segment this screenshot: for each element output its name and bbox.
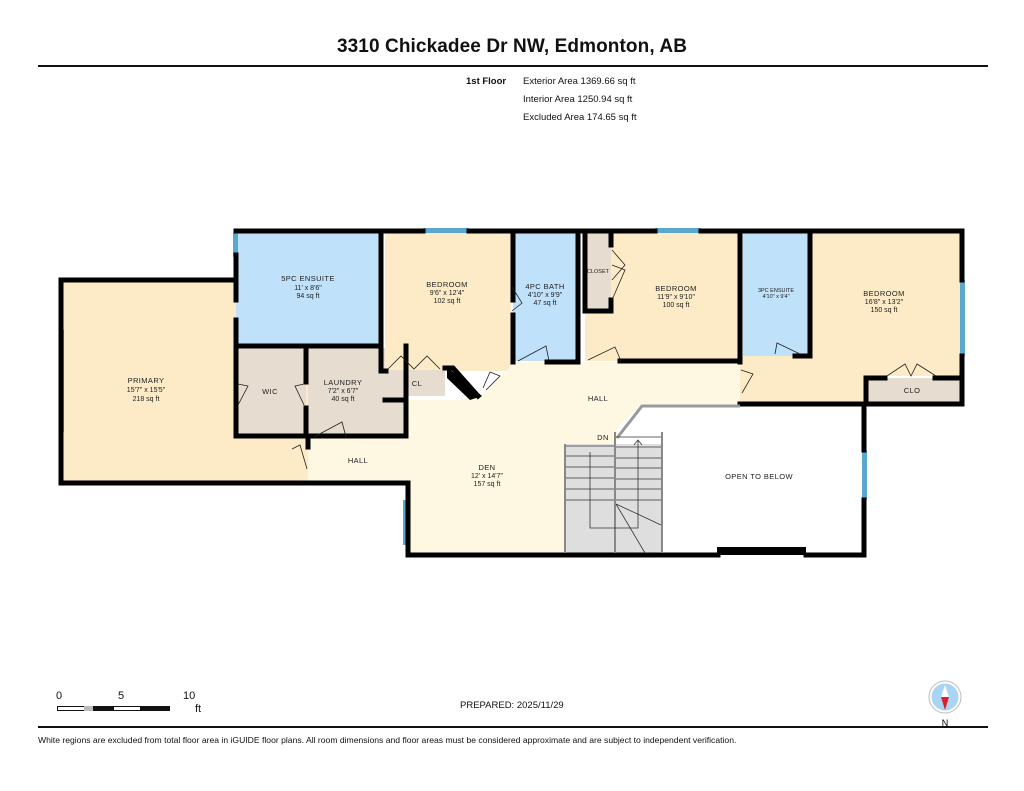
scale-tick-5: 5: [118, 690, 125, 702]
room-wic: [236, 348, 306, 436]
wall-block: [717, 547, 806, 555]
room-5pc-ensuite: [236, 231, 381, 346]
label-den-area: 157 sq ft: [474, 481, 501, 488]
label-laundry-area: 40 sq ft: [332, 396, 355, 403]
label-primary-name: PRIMARY: [128, 376, 165, 385]
room-clo: [866, 378, 962, 404]
label-cl: CL: [412, 379, 422, 388]
room-hall-left: [308, 438, 408, 483]
scale-tick-10: 10: [183, 690, 196, 702]
label-stairs-dn: DN: [597, 433, 609, 442]
footer-divider: [38, 726, 988, 728]
label-primary-dims: 15'7" x 15'5": [127, 387, 166, 394]
label-5pc-name: 5PC ENSUITE: [281, 274, 335, 283]
stair-treads: [564, 432, 663, 554]
scale-segment: [113, 706, 141, 711]
doors: [237, 249, 937, 470]
page-title: 3310 Chickadee Dr NW, Edmonton, AB: [336, 36, 688, 57]
label-bedroom3-name: BEDROOM: [863, 289, 905, 298]
label-5pc-area: 94 sq ft: [297, 293, 320, 300]
stairs: [565, 444, 662, 553]
label-den-dims: 12' x 14'7": [471, 473, 504, 480]
scale-segment: [57, 706, 85, 711]
label-3pc-dims: 4'10" x 9'4": [762, 294, 789, 300]
label-bedroom2-area: 100 sq ft: [663, 302, 690, 309]
walls: [58, 228, 965, 558]
scale-tick-0: 0: [56, 690, 63, 702]
label-closet: CLOSET: [587, 269, 610, 275]
label-5pc-dims: 11' x 8'6": [294, 285, 322, 292]
label-clo: CLO: [904, 386, 921, 395]
excluded-area: Excluded Area 174.65 sq ft: [523, 112, 637, 123]
label-bedroom2-dims: 11'9" x 9'10": [657, 294, 695, 301]
label-hall-left: HALL: [348, 456, 368, 465]
open-to-below-outline: [615, 404, 740, 439]
label-hall-main: HALL: [588, 394, 608, 403]
room-labels: PRIMARY 15'7" x 15'5" 218 sq ft 5PC ENSU…: [127, 269, 921, 488]
room-closet-overlay: [585, 231, 611, 311]
scale-segment: [93, 706, 114, 711]
label-primary-area: 218 sq ft: [133, 396, 160, 403]
label-bedroom1-dims: 9'6" x 12'4": [430, 290, 465, 297]
label-bedroom3-area: 150 sq ft: [871, 307, 898, 314]
label-4pc-name: 4PC BATH: [525, 282, 564, 291]
label-bedroom2-name: BEDROOM: [655, 284, 697, 293]
label-open-to-below: OPEN TO BELOW: [725, 472, 793, 481]
header-divider: [38, 65, 988, 67]
scale-bar: 0 5 10 ft: [50, 690, 220, 720]
interior-area: Interior Area 1250.94 sq ft: [523, 94, 633, 105]
label-bedroom1-area: 102 sq ft: [434, 298, 461, 305]
floor-label: 1st Floor: [466, 76, 507, 87]
scale-segment: [140, 706, 170, 711]
room-4pc-bath: [513, 231, 578, 361]
label-den-name: DEN: [478, 463, 495, 472]
room-bedroom-3: [740, 231, 962, 403]
scale-unit: ft: [195, 703, 202, 715]
disclaimer-text: White regions are excluded from total fl…: [38, 735, 737, 745]
compass-icon: N: [928, 680, 962, 728]
label-bedroom1-name: BEDROOM: [426, 280, 468, 289]
label-4pc-dims: 4'10" x 9'9": [528, 292, 563, 299]
label-laundry-dims: 7'2" x 6'7": [328, 388, 359, 395]
label-3pc-name: 3PC ENSUITE: [758, 288, 794, 294]
label-wic: WIC: [262, 387, 278, 396]
label-bedroom3-dims: 16'8" x 13'2": [865, 299, 904, 306]
room-fills: [62, 231, 962, 553]
label-laundry-name: LAUNDRY: [324, 378, 363, 387]
room-3pc-ensuite: [743, 231, 810, 356]
room-cl: [385, 370, 445, 396]
label-4pc-area: 47 sq ft: [534, 300, 557, 307]
exterior-area: Exterior Area 1369.66 sq ft: [523, 76, 636, 87]
compass-label: N: [942, 718, 949, 728]
prepared-date: PREPARED: 2025/11/29: [460, 700, 564, 711]
wall-angled: [447, 367, 482, 400]
